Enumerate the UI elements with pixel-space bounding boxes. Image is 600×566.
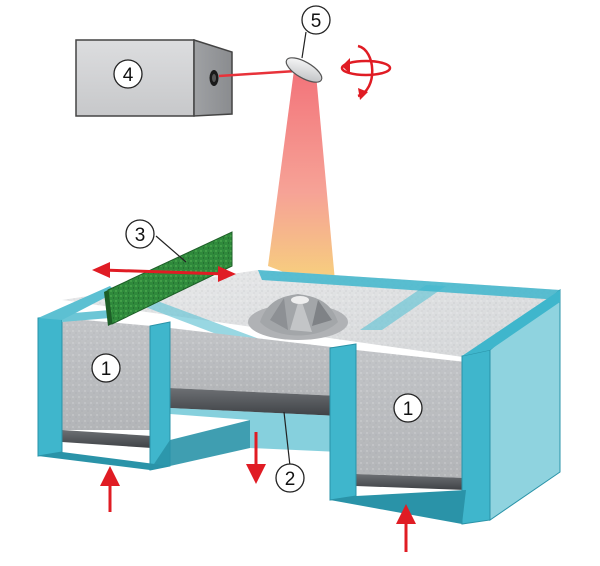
callout-platform: 2 (275, 463, 305, 493)
callout-laser-label: 4 (123, 65, 134, 86)
callout-recoater: 3 (125, 219, 155, 249)
leader-recoater (155, 235, 187, 263)
piston-arrow-left-up (100, 466, 120, 512)
callout-laser: 4 (113, 59, 143, 89)
callout-platform-label: 2 (285, 469, 296, 490)
piston-arrow-right-up (396, 504, 416, 552)
callout-mirror: 5 (301, 5, 331, 35)
leader-mirror (301, 31, 307, 59)
piston-arrow-center-down (246, 432, 266, 484)
rotation-arrows-icon (340, 44, 392, 100)
scanner-mirror (285, 57, 323, 83)
callout-powder-right: 1 (393, 393, 423, 423)
leader-platform (283, 411, 291, 467)
laser-source (75, 38, 233, 117)
recoater-motion-arrow (92, 262, 236, 282)
callout-recoater-label: 3 (135, 225, 146, 246)
callout-powder-left-label: 1 (101, 359, 112, 380)
callout-mirror-label: 5 (311, 11, 322, 32)
callout-powder-left: 1 (91, 353, 121, 383)
laser-beam-horizontal (218, 69, 297, 78)
printed-part (248, 294, 348, 340)
build-platform (170, 388, 340, 416)
laser-beam-cone (268, 70, 336, 292)
callout-powder-right-label: 1 (403, 399, 414, 420)
